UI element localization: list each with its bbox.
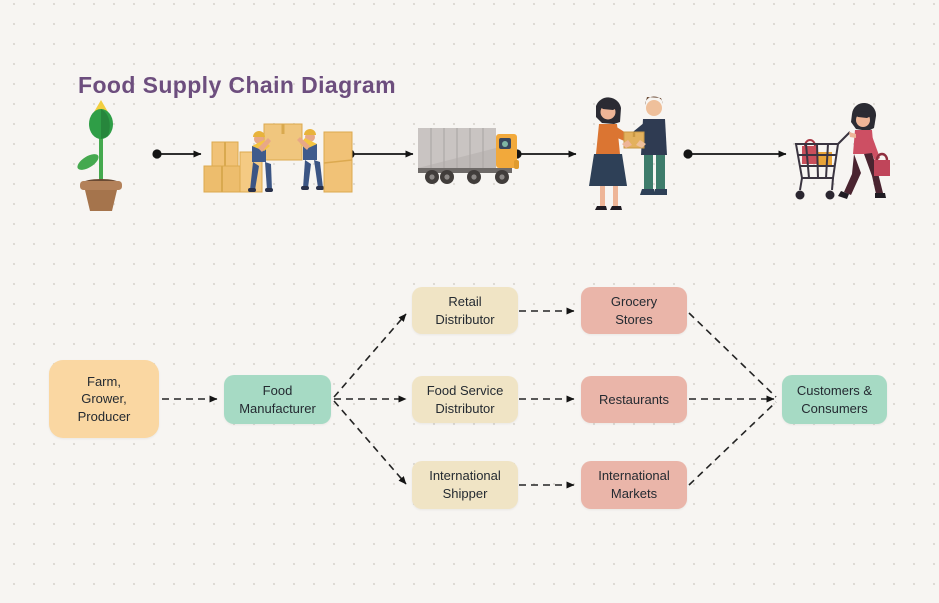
- node-international-markets[interactable]: International Markets: [581, 461, 687, 509]
- node-restaurants[interactable]: Restaurants: [581, 376, 687, 423]
- page-title: Food Supply Chain Diagram: [78, 72, 396, 98]
- node-international-shipper[interactable]: International Shipper: [412, 461, 518, 509]
- node-food-manufacturer[interactable]: Food Manufacturer: [224, 375, 331, 424]
- node-customers-consumers[interactable]: Customers & Consumers: [782, 375, 887, 424]
- node-grocery-stores[interactable]: Grocery Stores: [581, 287, 687, 334]
- node-farm-grower-producer[interactable]: Farm, Grower, Producer: [49, 360, 159, 438]
- node-food-service-distributor[interactable]: Food Service Distributor: [412, 376, 518, 423]
- node-retail-distributor[interactable]: Retail Distributor: [412, 287, 518, 334]
- warehouse-packing-icon: [203, 123, 353, 193]
- handoff-delivery-icon: [589, 96, 667, 210]
- shopper-cart-icon: [794, 102, 890, 200]
- cargo-truck-icon: [418, 128, 519, 184]
- plant-sprout-icon: [77, 100, 122, 211]
